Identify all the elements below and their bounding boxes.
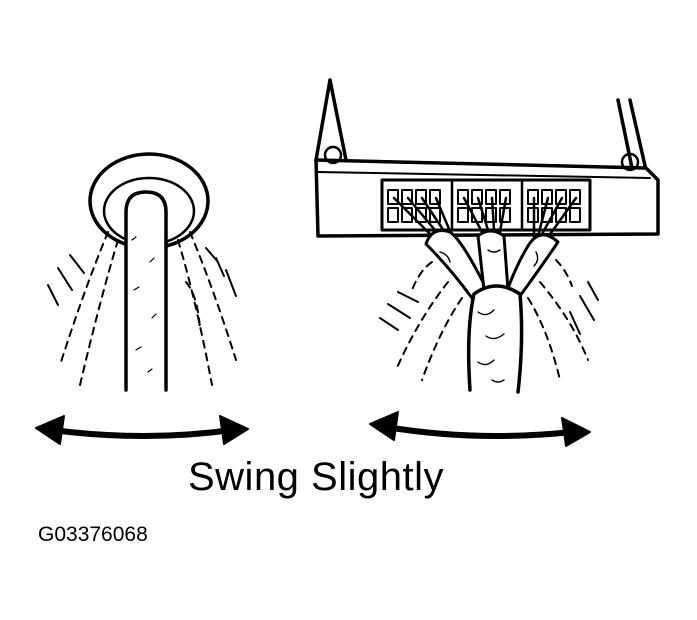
connector-small-wires	[392, 196, 578, 242]
harness-bundle-right	[506, 233, 560, 298]
mount-hole-left	[323, 145, 343, 165]
connector-housing-right-side	[616, 98, 648, 172]
swing-arrow-right-icon	[369, 411, 591, 447]
wire-texture	[131, 236, 157, 373]
diagram-caption: Swing Slightly	[187, 455, 444, 499]
mount-hole-right	[620, 152, 640, 172]
wire-swing-outline-right	[177, 231, 237, 386]
wire-solid	[124, 190, 168, 392]
harness-swing-outline	[395, 259, 589, 381]
harness-motion-marks	[379, 281, 599, 335]
connector-housing-left-side	[314, 78, 348, 162]
swing-arrow-left-icon	[35, 415, 249, 445]
harness-bundle-left	[424, 229, 488, 300]
wire-motion-marks	[47, 247, 237, 306]
grommet-wire-icon	[47, 152, 237, 392]
connector-harness-icon	[314, 78, 660, 394]
wire-swing-outline-left	[59, 231, 119, 386]
figure-id-label: G03376068	[38, 523, 148, 546]
connector-pins	[387, 189, 581, 223]
harness-bundle-middle	[476, 229, 510, 292]
harness-texture	[439, 249, 539, 383]
connector-housing-top-edge	[317, 171, 651, 179]
